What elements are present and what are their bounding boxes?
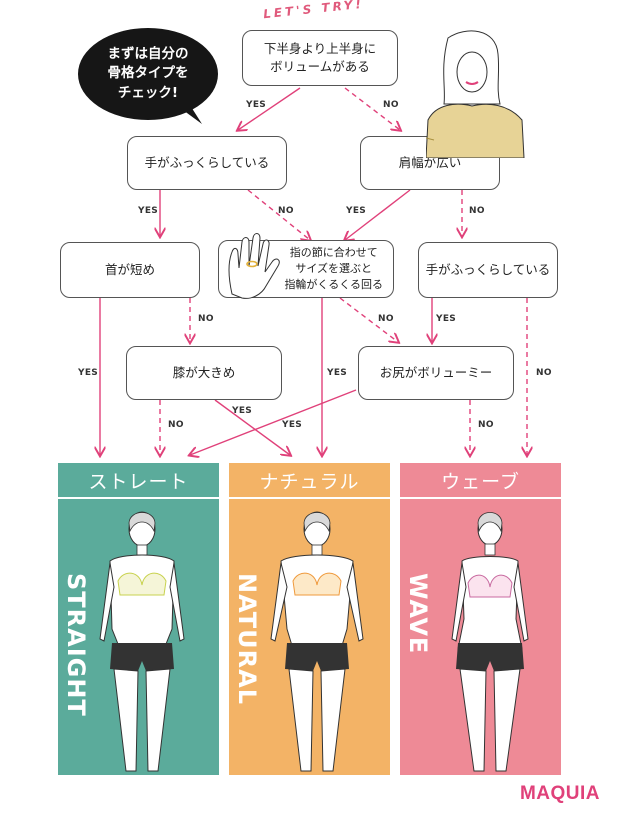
type-title-natural: ナチュラル bbox=[259, 470, 360, 493]
question-short-neck-text: 首が短め bbox=[104, 261, 155, 277]
question-voluminous-hips-text: お尻がボリューミー bbox=[379, 364, 493, 380]
label-q7-no: NO bbox=[168, 420, 184, 430]
type-label-straight: STRAIGHT bbox=[62, 573, 90, 717]
arrow-q3-q5 bbox=[345, 189, 411, 240]
arrow-q8-straight bbox=[190, 389, 357, 455]
label-q7-yes: YES bbox=[232, 406, 253, 416]
question-short-neck: 首が短め bbox=[60, 242, 200, 298]
question-large-knees: 膝が大きめ bbox=[126, 346, 282, 400]
type-divider bbox=[400, 497, 561, 499]
label-q4-yes: YES bbox=[78, 368, 99, 378]
question-plump-hands-2-text: 手がふっくらしている bbox=[425, 261, 551, 277]
label-q2-yes: YES bbox=[138, 206, 159, 216]
label-q5-yes: YES bbox=[327, 368, 348, 378]
arrow-q7-natural bbox=[214, 399, 290, 455]
label-q3-no: NO bbox=[469, 206, 485, 216]
type-label-natural: NATURAL bbox=[233, 573, 261, 706]
question-plump-hands-1: 手がふっくらしている bbox=[127, 136, 287, 190]
label-q5-no: NO bbox=[378, 314, 394, 324]
arrow-q1-q2 bbox=[238, 87, 301, 130]
type-title-wave: ウェーブ bbox=[441, 470, 520, 493]
type-label-wave: WAVE bbox=[404, 573, 432, 655]
intro-bubble-text: まずは自分の 骨格タイプを チェック! bbox=[107, 45, 189, 101]
question-upper-body-volume: 下半身より上半身に ボリュームがある bbox=[242, 30, 398, 86]
label-q2-no: NO bbox=[278, 206, 294, 216]
hand-illustration bbox=[228, 233, 280, 299]
question-ring-spins-text: 指の節に合わせて サイズを選ぶと 指輪がくるくる回る bbox=[284, 246, 383, 291]
intro-bubble: まずは自分の 骨格タイプを チェック! bbox=[78, 28, 218, 120]
figure-straight-illustration bbox=[99, 511, 185, 772]
label-q4-no: NO bbox=[198, 314, 214, 324]
label-q8-no: NO bbox=[478, 420, 494, 430]
type-title-straight: ストレート bbox=[88, 470, 189, 493]
label-q6-yes: YES bbox=[436, 314, 457, 324]
figure-natural-illustration bbox=[270, 511, 364, 772]
arrow-q1-q3 bbox=[344, 87, 400, 130]
arrow-q5-q8 bbox=[339, 297, 398, 342]
brand-logo: MAQUIA bbox=[519, 783, 600, 804]
label-q8-yes: YES bbox=[282, 420, 303, 430]
question-large-knees-text: 膝が大きめ bbox=[172, 364, 236, 380]
type-column-straight: ストレート STRAIGHT bbox=[58, 463, 219, 775]
label-q1-yes: YES bbox=[246, 100, 267, 110]
type-divider bbox=[58, 497, 219, 499]
figure-wave-illustration bbox=[451, 512, 529, 772]
question-upper-body-volume-text: 下半身より上半身に ボリュームがある bbox=[263, 40, 377, 74]
question-plump-hands-2: 手がふっくらしている bbox=[418, 242, 558, 298]
question-wide-shoulders-text: 肩幅が広い bbox=[398, 154, 462, 170]
type-column-natural: ナチュラル NATURAL bbox=[229, 463, 390, 775]
type-divider bbox=[229, 497, 390, 499]
arrow-q2-q5 bbox=[247, 189, 310, 240]
label-q1-no: NO bbox=[383, 100, 399, 110]
bubble-tail bbox=[172, 102, 202, 124]
question-voluminous-hips: お尻がボリューミー bbox=[358, 346, 514, 400]
label-q6-no: NO bbox=[536, 368, 552, 378]
woman-sweater-illustration bbox=[426, 30, 525, 158]
label-q3-yes: YES bbox=[346, 206, 367, 216]
type-column-wave: ウェーブ WAVE bbox=[400, 463, 561, 775]
question-plump-hands-1-text: 手がふっくらしている bbox=[144, 154, 270, 170]
